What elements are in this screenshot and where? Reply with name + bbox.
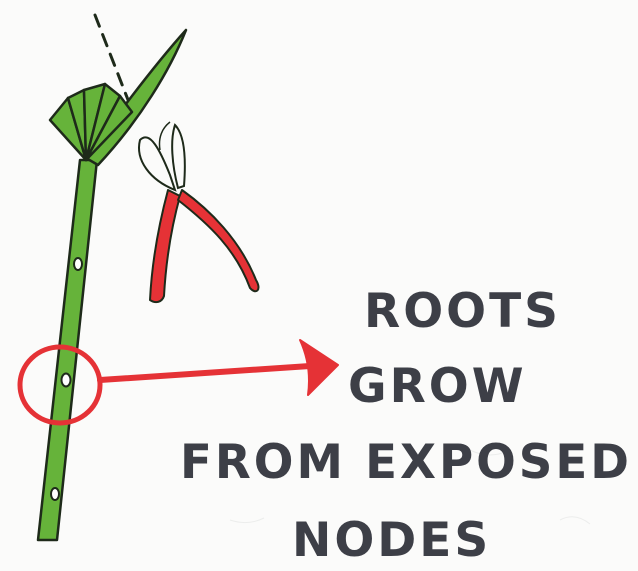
arrow-to-label xyxy=(100,340,338,395)
label-line-1: ROOTS xyxy=(364,284,561,339)
label-line-2: GROW xyxy=(348,359,527,414)
stem-node-upper xyxy=(74,258,82,270)
label-line-4: NODES xyxy=(292,513,491,568)
stem-node-middle xyxy=(62,374,71,387)
trimmed-leaf-fan xyxy=(50,84,132,160)
annotation-label: ROOTS GROW FROM EXPOSED NODES xyxy=(180,284,632,568)
stem-node-lower xyxy=(51,488,59,500)
label-line-3: FROM EXPOSED xyxy=(180,435,632,490)
pruning-shears-icon xyxy=(139,122,258,302)
